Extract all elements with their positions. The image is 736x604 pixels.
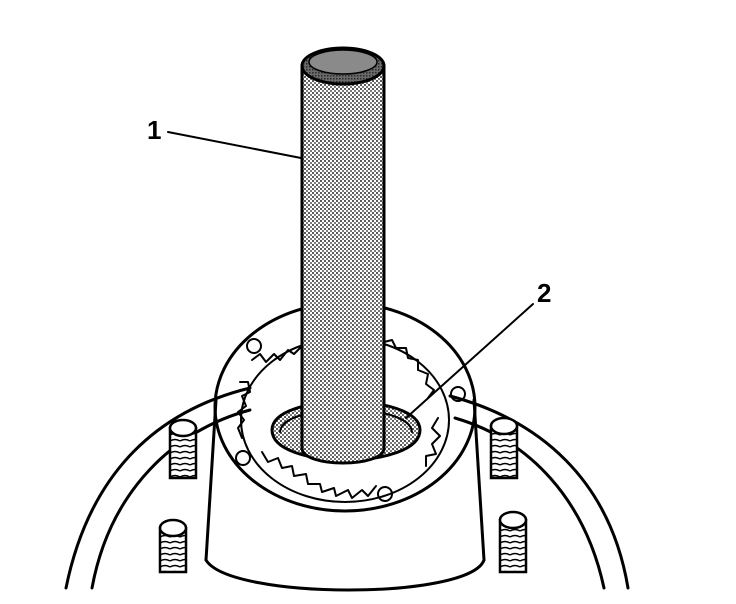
callout-2-label: 2 <box>537 278 551 308</box>
callout-2-leader <box>405 303 534 419</box>
installer-tool <box>300 46 386 465</box>
wheel-stud <box>158 518 188 574</box>
callout-leaders <box>167 131 534 419</box>
wheel-stud <box>489 416 519 480</box>
callout-1-leader <box>167 131 302 159</box>
wheel-stud <box>498 510 528 574</box>
callout-1-label: 1 <box>147 115 161 145</box>
wheel-stud <box>168 418 198 480</box>
splined-bore <box>237 339 441 499</box>
hub-bolt-holes <box>235 338 466 502</box>
wheel-studs <box>158 416 528 574</box>
